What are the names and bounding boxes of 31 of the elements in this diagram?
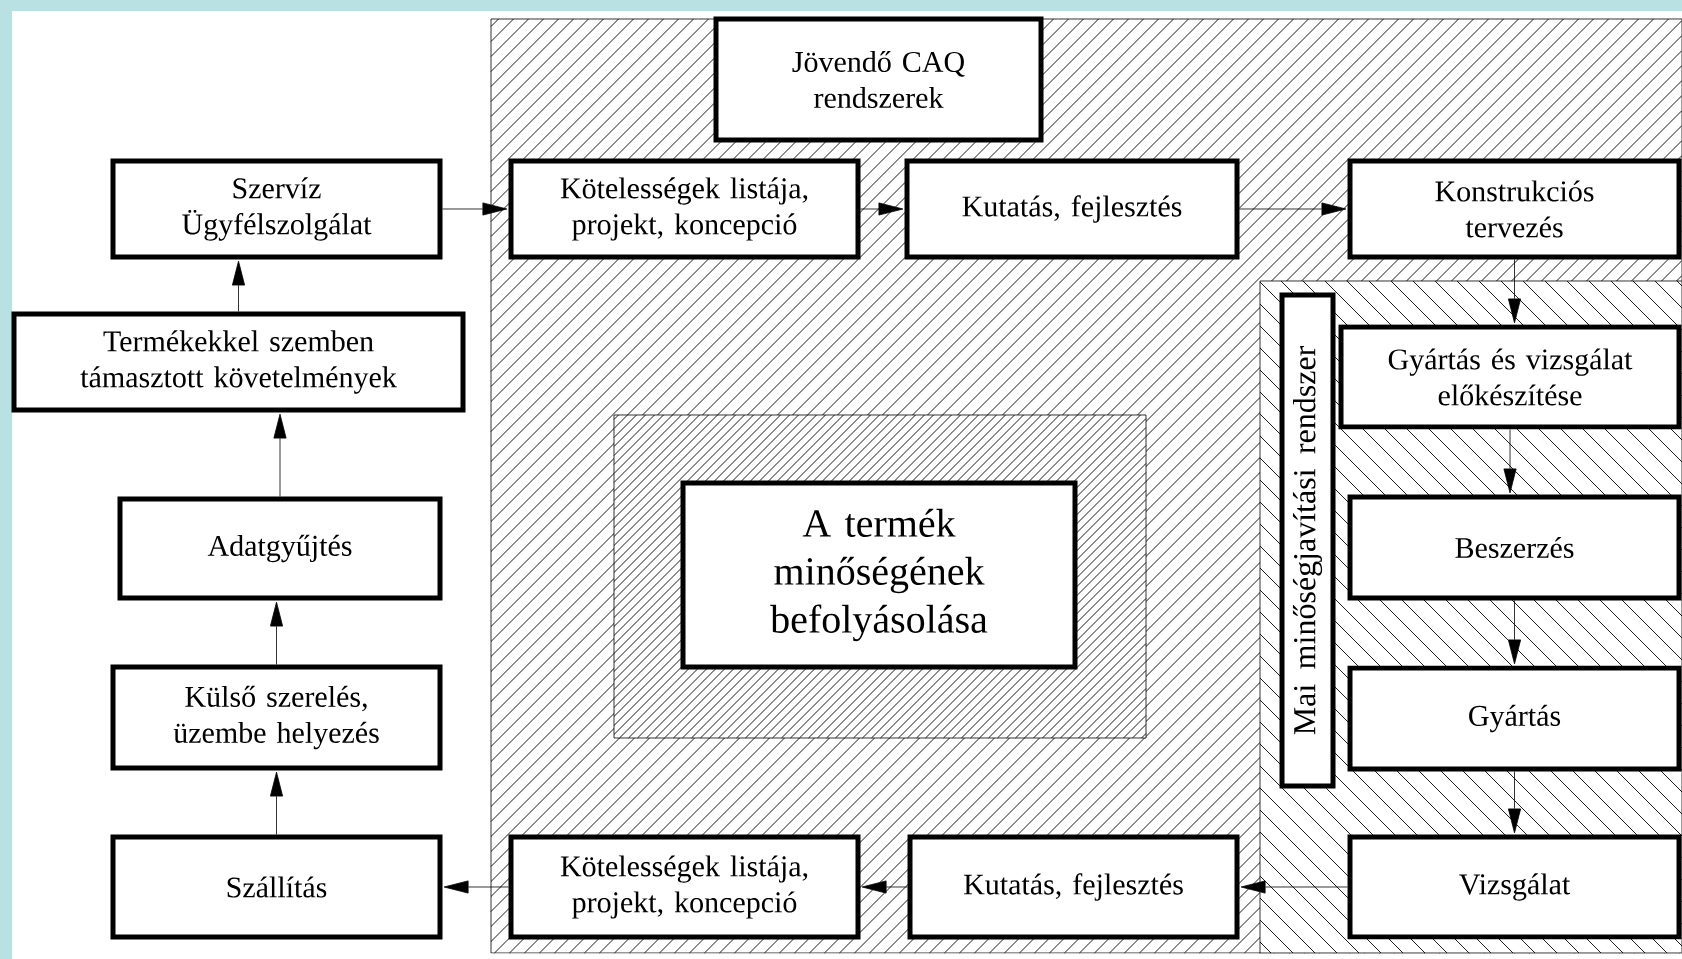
arrow: [1240, 880, 1348, 894]
process-box: Kutatás, fejlesztés: [907, 834, 1240, 940]
process-box: Jövendő CAQ rendszerek: [713, 16, 1044, 143]
process-box: Szállítás: [110, 834, 443, 940]
process-box: Külső szerelés, üzembe helyezés: [110, 664, 443, 771]
arrow: [1239, 202, 1347, 216]
vertical-label-box: Mai minőségjavítási rendszer: [1279, 292, 1336, 789]
arrow: [273, 413, 287, 497]
arrow: [1503, 429, 1517, 494]
arrow: [270, 601, 283, 665]
arrow: [1508, 259, 1521, 324]
arrow: [232, 260, 245, 312]
arrow: [1508, 600, 1521, 665]
arrow: [442, 202, 508, 216]
process-box: Vizsgálat: [1347, 834, 1682, 940]
process-box: Konstrukciós tervezés: [1347, 158, 1682, 260]
process-box: Szervíz Ügyfélszolgálat: [110, 158, 443, 260]
arrow: [1508, 771, 1521, 834]
process-box: Termékekkel szemben támasztott követelmények: [11, 311, 466, 413]
process-box: Adatgyűjtés: [117, 496, 443, 601]
process-box: Kötelességek listája, projekt, koncepció: [508, 834, 861, 940]
arrow: [860, 202, 904, 216]
arrow: [443, 880, 509, 894]
process-box: Kutatás, fejlesztés: [904, 158, 1240, 260]
process-box: A termék minőségének befolyásolása: [680, 480, 1078, 670]
arrow: [270, 771, 283, 835]
arrow: [861, 880, 908, 894]
process-box: Beszerzés: [1347, 494, 1682, 601]
process-box: Kötelességek listája, projekt, koncepció: [508, 158, 861, 260]
process-box: Gyártás és vizsgálat előkészítése: [1338, 324, 1682, 430]
process-box: Gyártás: [1347, 665, 1682, 772]
